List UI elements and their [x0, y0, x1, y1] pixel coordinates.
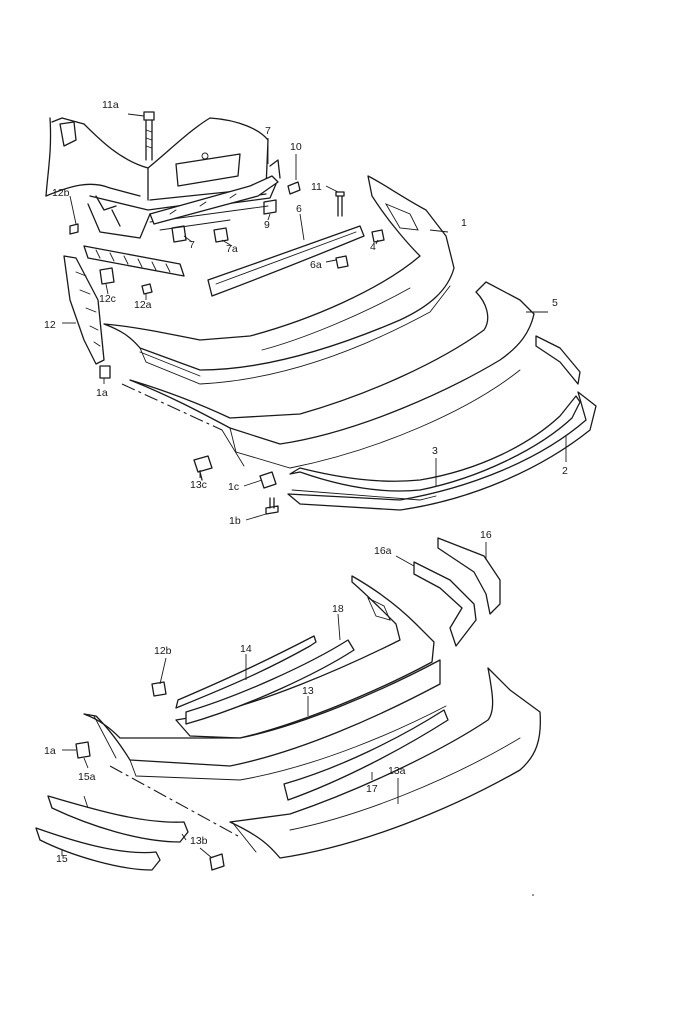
screw-12b-top: [69, 223, 79, 235]
clip-12b-lower: [151, 681, 167, 697]
bracket-7: [149, 175, 279, 225]
label-1a-low: 1a: [44, 745, 56, 757]
label-1a-top: 1a: [96, 387, 108, 399]
bumper-body-13: [83, 659, 447, 781]
label-6: 6: [296, 203, 302, 215]
bolt-11a: [143, 111, 155, 161]
fastener-10: [287, 181, 301, 195]
label-16: 16: [480, 529, 492, 541]
nut-4: [371, 229, 385, 243]
label-9: 9: [264, 219, 270, 231]
label-6a: 6a: [310, 259, 322, 271]
label-12c: 12c: [99, 293, 116, 305]
label-7-top: 7: [265, 125, 271, 137]
label-13a: 13a: [388, 765, 406, 777]
clip-7a: [213, 227, 229, 243]
label-7a: 7a: [226, 243, 238, 255]
label-12b-low: 12b: [154, 645, 172, 657]
strip-15: [35, 827, 161, 871]
label-15: 15: [56, 853, 68, 865]
impact-absorber-bar: [83, 245, 185, 277]
label-13: 13: [302, 685, 314, 697]
leader-lines: [61, 113, 567, 859]
clip-12c: [99, 267, 115, 285]
alignment-line-upper: [121, 383, 223, 431]
label-1: 1: [461, 217, 467, 229]
valance-5: [129, 281, 535, 469]
strip-2: [287, 335, 597, 511]
label-1c: 1c: [228, 481, 239, 493]
valance-13a: [229, 667, 542, 859]
label-1b: 1b: [229, 515, 241, 527]
clip-13c: [193, 455, 213, 481]
label-5: 5: [552, 297, 558, 309]
trim-strip-6: [207, 225, 365, 297]
screw-12a: [141, 283, 153, 295]
clip-1c: [259, 471, 277, 489]
label-14: 14: [240, 643, 252, 655]
corner-trim-16a: [413, 561, 477, 647]
label-12a: 12a: [134, 299, 152, 311]
stray-dot: [532, 894, 534, 896]
strip-3: [289, 395, 581, 501]
label-11-mid: 11: [311, 181, 322, 193]
clip-6a: [335, 255, 349, 269]
label-4: 4: [370, 241, 376, 253]
label-7-low: 7: [189, 239, 195, 251]
strip-17: [283, 709, 449, 801]
screw-1b: [265, 497, 279, 515]
clip-1a-top: [99, 365, 111, 379]
label-13c: 13c: [190, 479, 207, 491]
label-13b: 13b: [190, 835, 208, 847]
side-bracket-12: [63, 255, 105, 365]
bumper-cover-lower: [175, 575, 435, 739]
clip-13b: [209, 853, 225, 871]
label-15a: 15a: [78, 771, 96, 783]
label-17: 17: [366, 783, 378, 795]
clip-7-lower: [171, 225, 187, 243]
strip-15a: [47, 795, 189, 843]
clip-9: [263, 199, 277, 215]
label-18: 18: [332, 603, 344, 615]
label-2: 2: [562, 465, 568, 477]
label-10: 10: [290, 141, 302, 153]
clip-1a-lower: [75, 741, 91, 759]
bumper-cover-1: [103, 175, 455, 385]
label-16a: 16a: [374, 545, 392, 557]
label-11a-top: 11a: [102, 99, 119, 111]
part-labels: 11a 7 10 11 12b 6 9 1 4 7 7a 6a 12c 12a …: [44, 99, 568, 865]
label-12: 12: [44, 319, 56, 331]
bolt-11: [335, 191, 345, 217]
label-12b-top: 12b: [52, 187, 70, 199]
label-3: 3: [432, 445, 438, 457]
corner-trim-16: [437, 537, 501, 615]
